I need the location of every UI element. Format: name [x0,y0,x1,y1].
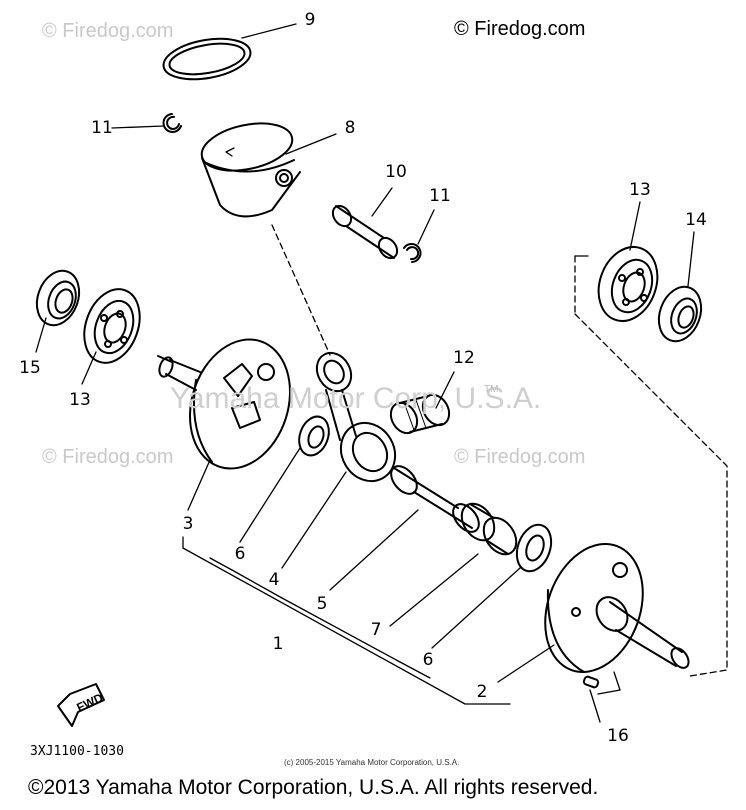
callout-1: 1 [272,634,284,654]
fwd-label: FWD [74,690,105,714]
watermark-trademark: TM [484,384,499,395]
footer-copyright: ©2013 Yamaha Motor Corporation, U.S.A. A… [28,776,599,799]
thrust-washer-right [515,523,553,573]
watermark-top-left: © Firedog.com [42,20,174,42]
small-end-bearing [389,393,451,435]
diagram-code: 3XJ1100-1030 [30,744,124,759]
big-end-bearing [460,502,518,556]
callout-4: 4 [268,570,280,590]
small-copyright: (c) 2005-2015 Yamaha Motor Corporation, … [284,758,460,767]
callout-5: 5 [316,594,328,614]
crank-half-left [157,338,291,470]
connecting-rod [315,351,397,483]
callout-11-right: 11 [429,186,451,206]
circlip-left [162,113,182,133]
callout-16: 16 [607,726,629,746]
oil-seal-right [657,285,703,343]
callout-9: 9 [304,10,316,30]
callout-11-left: 11 [91,118,113,138]
callout-2: 2 [476,682,488,702]
watermark-mid-right: © Firedog.com [454,446,586,468]
callout-10: 10 [385,162,407,182]
callout-8: 8 [344,118,356,138]
watermark-top-right: © Firedog.com [454,18,586,40]
callout-7: 7 [370,620,382,640]
crank-half-right [544,543,690,673]
callout-12: 12 [453,348,475,368]
watermark-mid-left: © Firedog.com [42,446,174,468]
callout-14: 14 [685,210,707,230]
bearing-left [83,288,141,364]
leader-lines [35,23,728,723]
callout-6-right: 6 [422,650,434,670]
thrust-washer-left [298,415,330,457]
watermark-center: Yamaha Motor Corp, U.S.A. [170,382,542,415]
woodruff-key [582,675,600,689]
piston [200,122,301,218]
piston-ring [162,37,252,81]
callout-3: 3 [182,514,194,534]
callout-13-left: 13 [69,390,91,410]
callout-15: 15 [19,358,41,378]
callout-13-right: 13 [629,180,651,200]
crank-pin [390,465,480,533]
piston-pin [331,204,399,260]
oil-seal-left [35,269,81,327]
callout-6-left: 6 [234,544,246,564]
circlip-right [403,243,422,263]
fwd-arrow-icon [57,683,105,727]
bearing-right [597,246,659,322]
